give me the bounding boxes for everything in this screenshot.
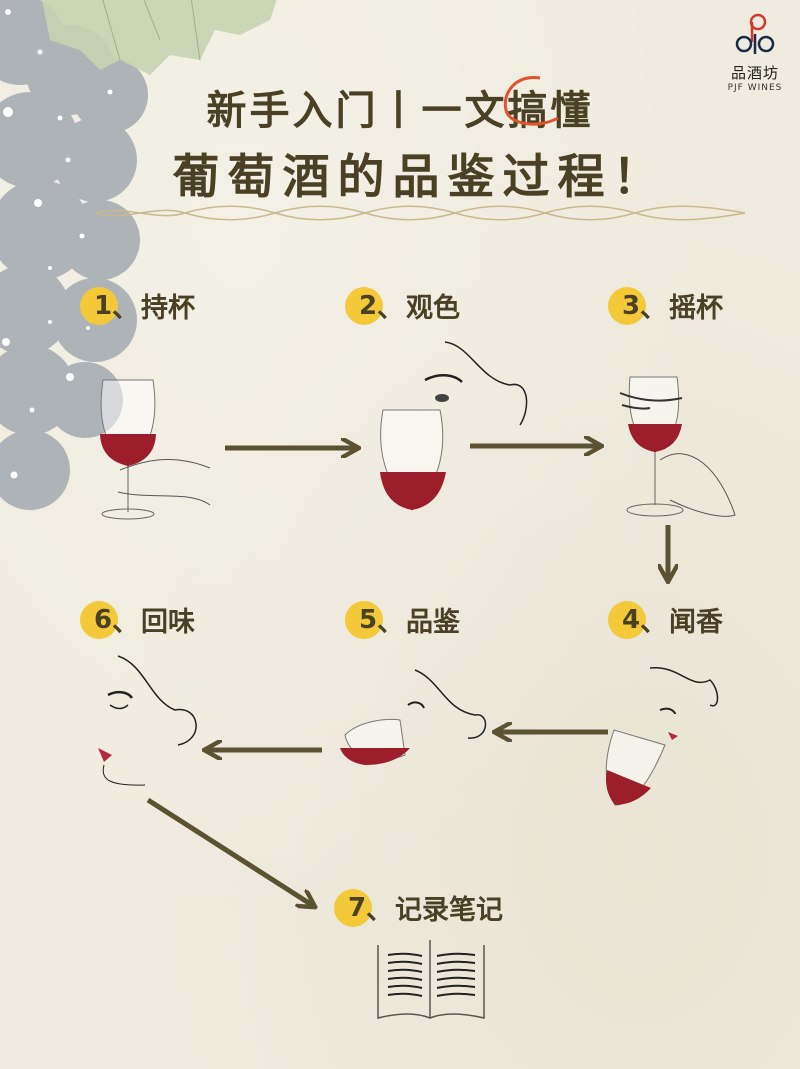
step-label: 记录笔记	[395, 895, 503, 926]
step-label: 回味	[141, 607, 195, 638]
arrow-diagonal-icon	[146, 797, 312, 905]
step-badge: 4	[608, 600, 646, 639]
swirl-glass-icon	[619, 376, 736, 517]
title-line-1-prefix: 新手入门丨一文	[206, 88, 508, 134]
aftertaste-face-icon	[98, 655, 197, 786]
wine-glass-held-icon	[100, 379, 211, 520]
brand-name-cn: 品酒坊	[730, 64, 779, 82]
step-7-take-notes: 7、记录笔记	[334, 888, 503, 927]
title-line-1: 新手入门丨一文搞懂	[0, 76, 800, 136]
step-3-swirl: 3、摇杯	[608, 286, 723, 325]
open-book-icon	[377, 940, 485, 1019]
taste-face-glass-icon	[340, 669, 487, 765]
step-label: 品鉴	[406, 607, 460, 638]
step-label: 持杯	[141, 293, 195, 324]
title-line-2: 葡萄酒的品鉴过程！	[172, 150, 668, 205]
grape-leaf-illustration	[42, 0, 277, 75]
step-5-taste: 5、品鉴	[345, 600, 460, 639]
step-2-observe-color: 2、观色	[345, 286, 460, 325]
observe-color-face-glass-icon	[380, 341, 528, 511]
step-badge: 5	[345, 600, 383, 639]
step-label: 观色	[406, 293, 460, 324]
step-label: 摇杯	[669, 293, 723, 324]
step-1-hold-glass: 1、持杯	[80, 286, 195, 325]
step-badge: 1	[80, 286, 118, 325]
smell-face-glass-icon	[605, 667, 719, 806]
step-badge: 2	[345, 286, 383, 325]
red-circle-annotation-icon	[503, 76, 559, 126]
brand-logo: 品酒坊 PJF WINES	[720, 12, 790, 93]
wavy-divider	[95, 205, 745, 221]
step-4-smell: 4、闻香	[608, 600, 723, 639]
brand-name-en: PJF WINES	[727, 83, 783, 93]
step-badge: 7	[334, 888, 372, 927]
step-label: 闻香	[669, 607, 723, 638]
title-line-1-suffix: 懂	[550, 88, 594, 134]
pjf-logo-icon	[735, 13, 775, 54]
step-badge: 6	[80, 600, 118, 639]
grape-bunch-illustration	[0, 0, 148, 510]
circled-character: 搞	[503, 76, 559, 136]
step-badge: 3	[608, 286, 646, 325]
step-6-aftertaste: 6、回味	[80, 600, 195, 639]
